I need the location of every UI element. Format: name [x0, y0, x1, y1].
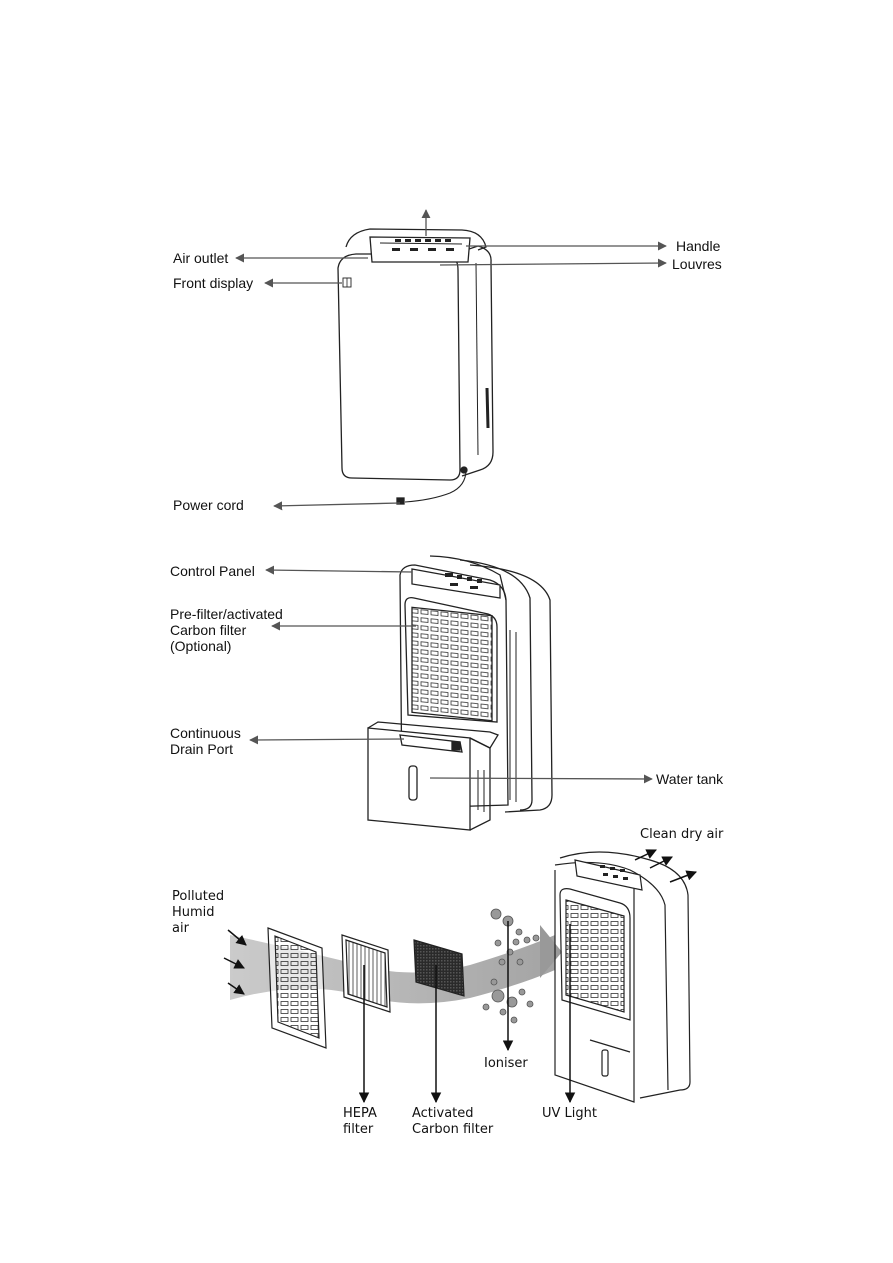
label-ioniser: Ioniser — [484, 1056, 528, 1071]
label-air-outlet: Air outlet — [173, 250, 229, 266]
label-drain-line1: Continuous — [170, 725, 241, 741]
section1-leaders — [235, 209, 667, 511]
unit-rear-view — [367, 555, 553, 831]
control-panel-arrow — [265, 565, 413, 575]
section2-leaders — [249, 565, 653, 784]
unit-front-view — [337, 228, 494, 505]
label-polluted-line1: Polluted — [172, 889, 225, 904]
label-hepa-line2: filter — [343, 1122, 374, 1137]
label-filter-line1: Pre-filter/activated — [170, 606, 283, 622]
label-louvres: Louvres — [672, 256, 722, 272]
label-front-display: Front display — [173, 275, 254, 291]
label-hepa-line1: HEPA — [343, 1106, 377, 1121]
louvres-arrow — [439, 258, 667, 268]
carbon-filter — [413, 939, 465, 997]
pre-filter — [267, 927, 327, 1049]
clean-air-arrows — [634, 849, 697, 883]
polluted-air-arrows — [223, 929, 247, 995]
unit-process-view — [554, 851, 691, 1103]
label-drain-line2: Drain Port — [170, 741, 234, 757]
label-polluted-line2: Humid — [172, 905, 215, 920]
section3-pointers — [358, 921, 576, 1104]
label-water-tank: Water tank — [656, 771, 724, 787]
rear-control-buttons — [445, 573, 482, 589]
control-buttons-top — [392, 239, 454, 251]
label-handle: Handle — [676, 238, 721, 254]
unit-grille — [565, 899, 625, 1013]
label-filter-line2: Carbon filter — [170, 622, 247, 638]
label-filter-line3: (Optional) — [170, 638, 232, 654]
label-polluted-line3: air — [172, 921, 189, 936]
label-clean-dry-air: Clean dry air — [640, 827, 724, 842]
drain-port-arrow — [249, 735, 405, 745]
label-power-cord: Power cord — [173, 497, 244, 513]
hepa-filter — [341, 934, 391, 1013]
label-activated-line1: Activated — [412, 1106, 474, 1121]
label-control-panel: Control Panel — [170, 563, 255, 579]
label-activated-line2: Carbon filter — [412, 1122, 494, 1137]
label-uv-light: UV Light — [542, 1106, 597, 1121]
water-tank-arrow — [429, 774, 653, 784]
rear-grille — [411, 606, 493, 722]
power-cord-arrow — [273, 501, 401, 511]
